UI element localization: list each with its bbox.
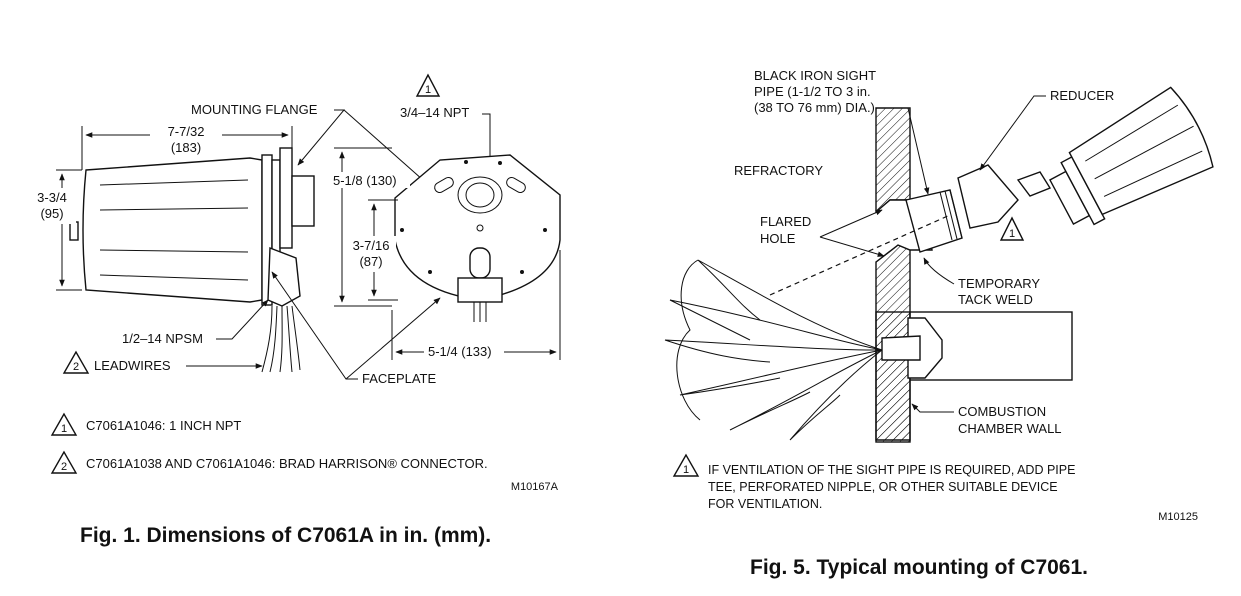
flared-hole-label-line1: FLARED	[760, 214, 811, 229]
height-label: 3-3/4	[37, 190, 67, 205]
note-1-mark-top: 1	[425, 84, 431, 96]
flame	[664, 259, 883, 441]
height-mm-label: (95)	[40, 206, 63, 221]
note-1-mark: 1	[61, 423, 67, 435]
note-2-mark: 2	[61, 461, 67, 473]
sight-pipe-label-line2: PIPE (1-1/2 TO 3 in.	[754, 84, 871, 99]
front-view-faceplate	[394, 154, 561, 322]
note-2-mark-leadwires: 2	[73, 361, 79, 373]
bolt-spacing-dimension: 3-7/16 (87)	[350, 199, 398, 301]
bolt-spacing-mm-label: (87)	[359, 254, 382, 269]
npsm-label: 1/2–14 NPSM	[122, 331, 203, 346]
note-2: 2 C7061A1038 AND C7061A1046: BRAD HARRIS…	[50, 450, 488, 474]
fig5-note-line1: IF VENTILATION OF THE SIGHT PIPE IS REQU…	[708, 463, 1075, 477]
note-2-text: C7061A1038 AND C7061A1046: BRAD HARRISON…	[86, 456, 488, 471]
fig5-note: 1 IF VENTILATION OF THE SIGHT PIPE IS RE…	[672, 453, 1075, 511]
face-height-dimension: 5-1/8 (130)	[330, 147, 410, 307]
leadwires-label: LEADWIRES	[94, 358, 171, 373]
chamber-wall-label-line1: COMBUSTION	[958, 404, 1046, 419]
note-1-text: C7061A1046: 1 INCH NPT	[86, 418, 241, 433]
chamber-wall-label-line2: CHAMBER WALL	[958, 421, 1062, 436]
scanner-tilted	[1049, 86, 1214, 226]
refractory-label: REFRACTORY	[734, 163, 823, 178]
fig1-drawing-code: M10167A	[511, 481, 559, 493]
reducer	[957, 164, 1052, 229]
sighting-line	[769, 214, 951, 296]
faceplate-label: FACEPLATE	[362, 371, 437, 386]
flared-hole-label-line2: HOLE	[760, 231, 796, 246]
overall-length-label: 7-7/32	[168, 124, 205, 139]
tack-weld-label-line2: TACK WELD	[958, 292, 1033, 307]
figure-5-panel: BLACK IRON SIGHT PIPE (1-1/2 TO 3 in. (3…	[620, 0, 1241, 591]
sight-pipe-label-line1: BLACK IRON SIGHT	[754, 68, 876, 83]
fig5-caption: Fig. 5. Typical mounting of C7061.	[750, 556, 1088, 579]
fig5-note-mark-diagram: 1	[1009, 228, 1015, 240]
height-dimension: 3-3/4 (95)	[30, 169, 82, 291]
tack-weld-label-line1: TEMPORARY	[958, 276, 1040, 291]
sight-pipe	[905, 189, 963, 253]
overall-length-dimension: 7-7/32 (183)	[81, 124, 293, 170]
overall-length-mm-label: (183)	[171, 140, 201, 155]
note-1: 1 C7061A1046: 1 INCH NPT	[50, 412, 241, 436]
face-width-label: 5-1/4 (133)	[428, 344, 492, 359]
note-2-triangle-leadwires: 2	[62, 350, 90, 374]
bolt-spacing-label: 3-7/16	[353, 238, 390, 253]
sight-pipe-label-line3: (38 TO 76 mm) DIA.)	[754, 100, 875, 115]
side-view-scanner	[69, 147, 315, 373]
npt-top-label: 3/4–14 NPT	[400, 105, 469, 120]
figure-5-drawing: BLACK IRON SIGHT PIPE (1-1/2 TO 3 in. (3…	[664, 68, 1214, 579]
fig5-drawing-code: M10125	[1158, 511, 1198, 523]
fig5-note-line2: TEE, PERFORATED NIPPLE, OR OTHER SUITABL…	[708, 480, 1058, 494]
note-1-triangle-fig5: 1	[999, 216, 1025, 241]
figure-1-drawing: 7-7/32 (183) 3-3/4 (95) MOUNTING FLANGE …	[30, 73, 561, 547]
combustion-chamber-wall	[875, 311, 1073, 443]
fig1-caption: Fig. 1. Dimensions of C7061A in in. (mm)…	[80, 524, 491, 547]
note-1-triangle-top: 1	[415, 73, 441, 97]
figure-1-panel: 7-7/32 (183) 3-3/4 (95) MOUNTING FLANGE …	[0, 0, 620, 591]
fig5-note-mark: 1	[683, 464, 689, 476]
fig5-note-line3: FOR VENTILATION.	[708, 497, 822, 511]
reducer-label: REDUCER	[1050, 88, 1114, 103]
face-width-dimension: 5-1/4 (133)	[391, 250, 561, 360]
mounting-flange-label: MOUNTING FLANGE	[191, 102, 318, 117]
face-height-label: 5-1/8 (130)	[333, 173, 397, 188]
